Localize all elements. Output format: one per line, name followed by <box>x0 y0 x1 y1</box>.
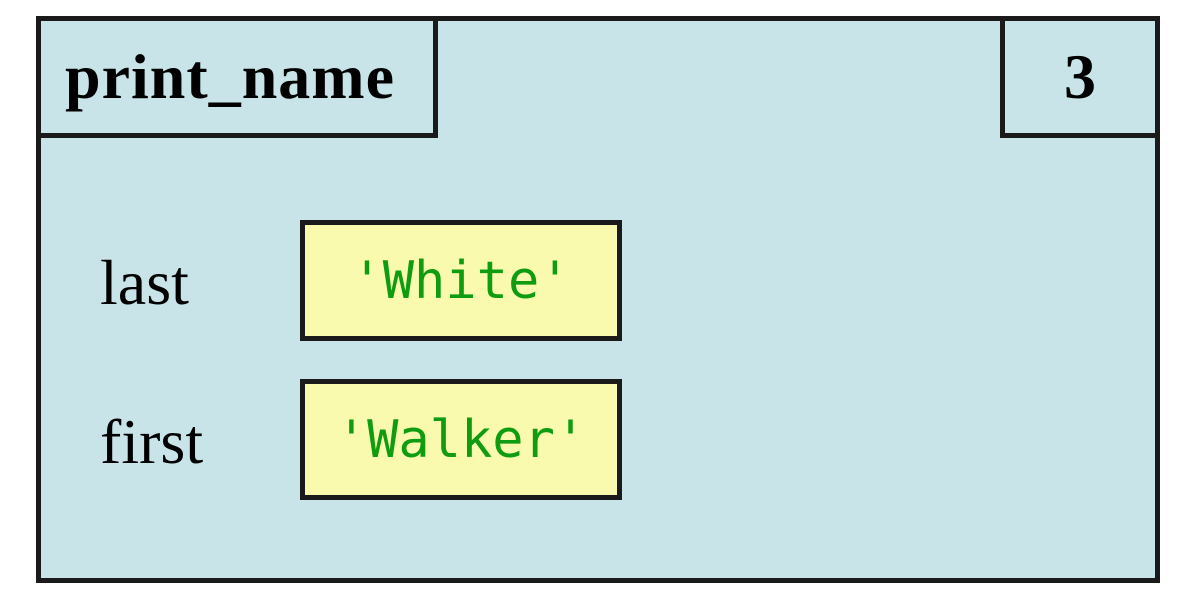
function-name: print_name <box>65 41 395 112</box>
variable-name-first: first <box>100 405 204 477</box>
line-number-box: 3 <box>1000 16 1160 138</box>
function-name-box: print_name <box>36 16 438 138</box>
variable-value-last: 'White' <box>351 250 571 311</box>
variable-value-first: 'Walker' <box>335 409 587 470</box>
variable-value-box-first: 'Walker' <box>300 379 622 500</box>
line-number: 3 <box>1064 41 1096 112</box>
variable-name-last: last <box>100 246 189 318</box>
variable-value-box-last: 'White' <box>300 220 622 341</box>
